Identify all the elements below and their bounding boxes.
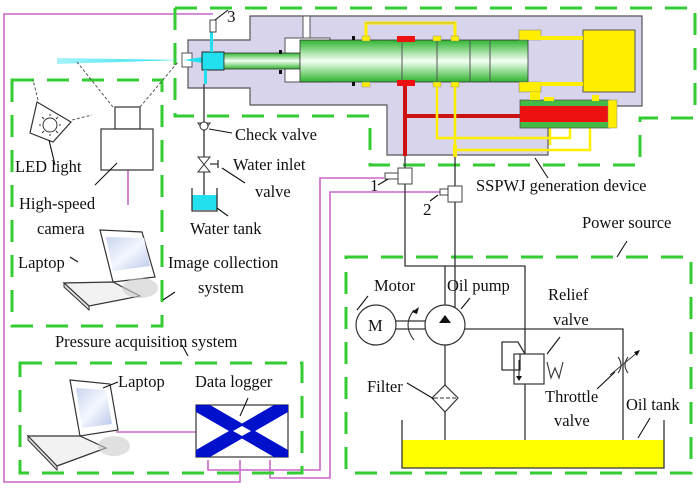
- sensor-2-label: 2: [423, 200, 432, 219]
- laptop-image-label: Laptop: [18, 253, 65, 272]
- labels: Check valve Water inlet valve Water tank…: [15, 125, 680, 430]
- laptop-pressure-icon: [26, 379, 130, 472]
- water-inlet-valve-label-1: Water inlet: [233, 155, 306, 174]
- low-pressure-chamber: [582, 29, 636, 93]
- nozzle-jet-core: [184, 57, 202, 63]
- wire-logger-to-sensor2: [269, 191, 440, 479]
- water-jet: [57, 58, 180, 64]
- pressure-acquisition-label: Pressure acquisition system: [55, 332, 238, 351]
- sensor-2-body: [447, 185, 463, 203]
- data-logger-icon: [195, 404, 289, 458]
- data-logger-label: Data logger: [195, 372, 273, 391]
- water-supply: [191, 84, 246, 217]
- sensor-3-label: 3: [227, 7, 236, 26]
- oil-tank-icon: [401, 420, 665, 469]
- power-source-circuit: M: [355, 184, 665, 469]
- water-tank-fill: [192, 195, 217, 210]
- plunger-rod: [223, 52, 301, 70]
- relief-valve-label-2: valve: [553, 310, 589, 329]
- image-collection-label-1: Image collection: [168, 253, 278, 272]
- oil-pump-label: Oil pump: [447, 276, 510, 295]
- camera-lens-icon: [114, 106, 141, 130]
- image-collection-system: [29, 61, 179, 312]
- camera-label-2: camera: [37, 219, 85, 238]
- pressure-acquisition-system: [26, 379, 289, 472]
- throttle-valve-label-1: Throttle: [545, 387, 598, 406]
- water-channel-bottom: [204, 70, 207, 84]
- power-source-label: Power source: [582, 213, 671, 232]
- water-tank-icon: [191, 188, 218, 212]
- pressure-sensors: 3 1 2: [209, 7, 463, 219]
- motor-symbol: M: [368, 316, 383, 335]
- high-speed-camera-icon: [100, 128, 154, 171]
- leader-lines: [181, 157, 651, 439]
- throttle-valve-icon: [617, 356, 629, 374]
- high-pressure-line: [403, 86, 407, 156]
- laptop-image-icon: [62, 229, 158, 312]
- oil-pump-icon: [424, 304, 466, 346]
- water-inlet-valve-icon: [196, 156, 212, 173]
- water-tank-label: Water tank: [190, 219, 262, 238]
- image-collection-label-2: system: [198, 278, 244, 297]
- pressure-acquisition-border: [18, 361, 304, 475]
- led-light-label: LED light: [15, 157, 82, 176]
- water-inlet-valve-label-2: valve: [255, 182, 291, 201]
- water-chamber: [201, 51, 225, 71]
- sensor-3: [209, 19, 217, 33]
- motor-label: Motor: [374, 276, 416, 295]
- sspwj-device-label: SSPWJ generation device: [476, 176, 646, 195]
- main-piston: [299, 39, 529, 83]
- wire-sensor3-to-logger: [3, 13, 241, 483]
- camera-label-1: High-speed: [19, 194, 96, 213]
- wire-logger-to-sensor1: [207, 177, 384, 471]
- motor-icon: [355, 304, 397, 346]
- check-valve-label: Check valve: [235, 125, 317, 144]
- laptop-pressure-label: Laptop: [118, 372, 165, 391]
- oil-tank-label: Oil tank: [626, 395, 680, 414]
- throttle-valve-label-2: valve: [554, 411, 590, 430]
- sensor-1-body: [397, 167, 413, 185]
- sensor-1-label: 1: [370, 176, 379, 195]
- subsystem-borders: [10, 6, 697, 475]
- sspwj-generation-device: [181, 15, 643, 186]
- sspwj-border: [173, 8, 695, 167]
- relief-valve-label-1: Relief: [548, 285, 589, 304]
- filter-icon: [431, 384, 459, 413]
- vent-slot: [302, 15, 311, 41]
- oil-tank-fill: [402, 440, 664, 468]
- image-collection-border: [10, 78, 164, 328]
- water-channel-top: [210, 30, 213, 52]
- filter-label: Filter: [367, 377, 403, 396]
